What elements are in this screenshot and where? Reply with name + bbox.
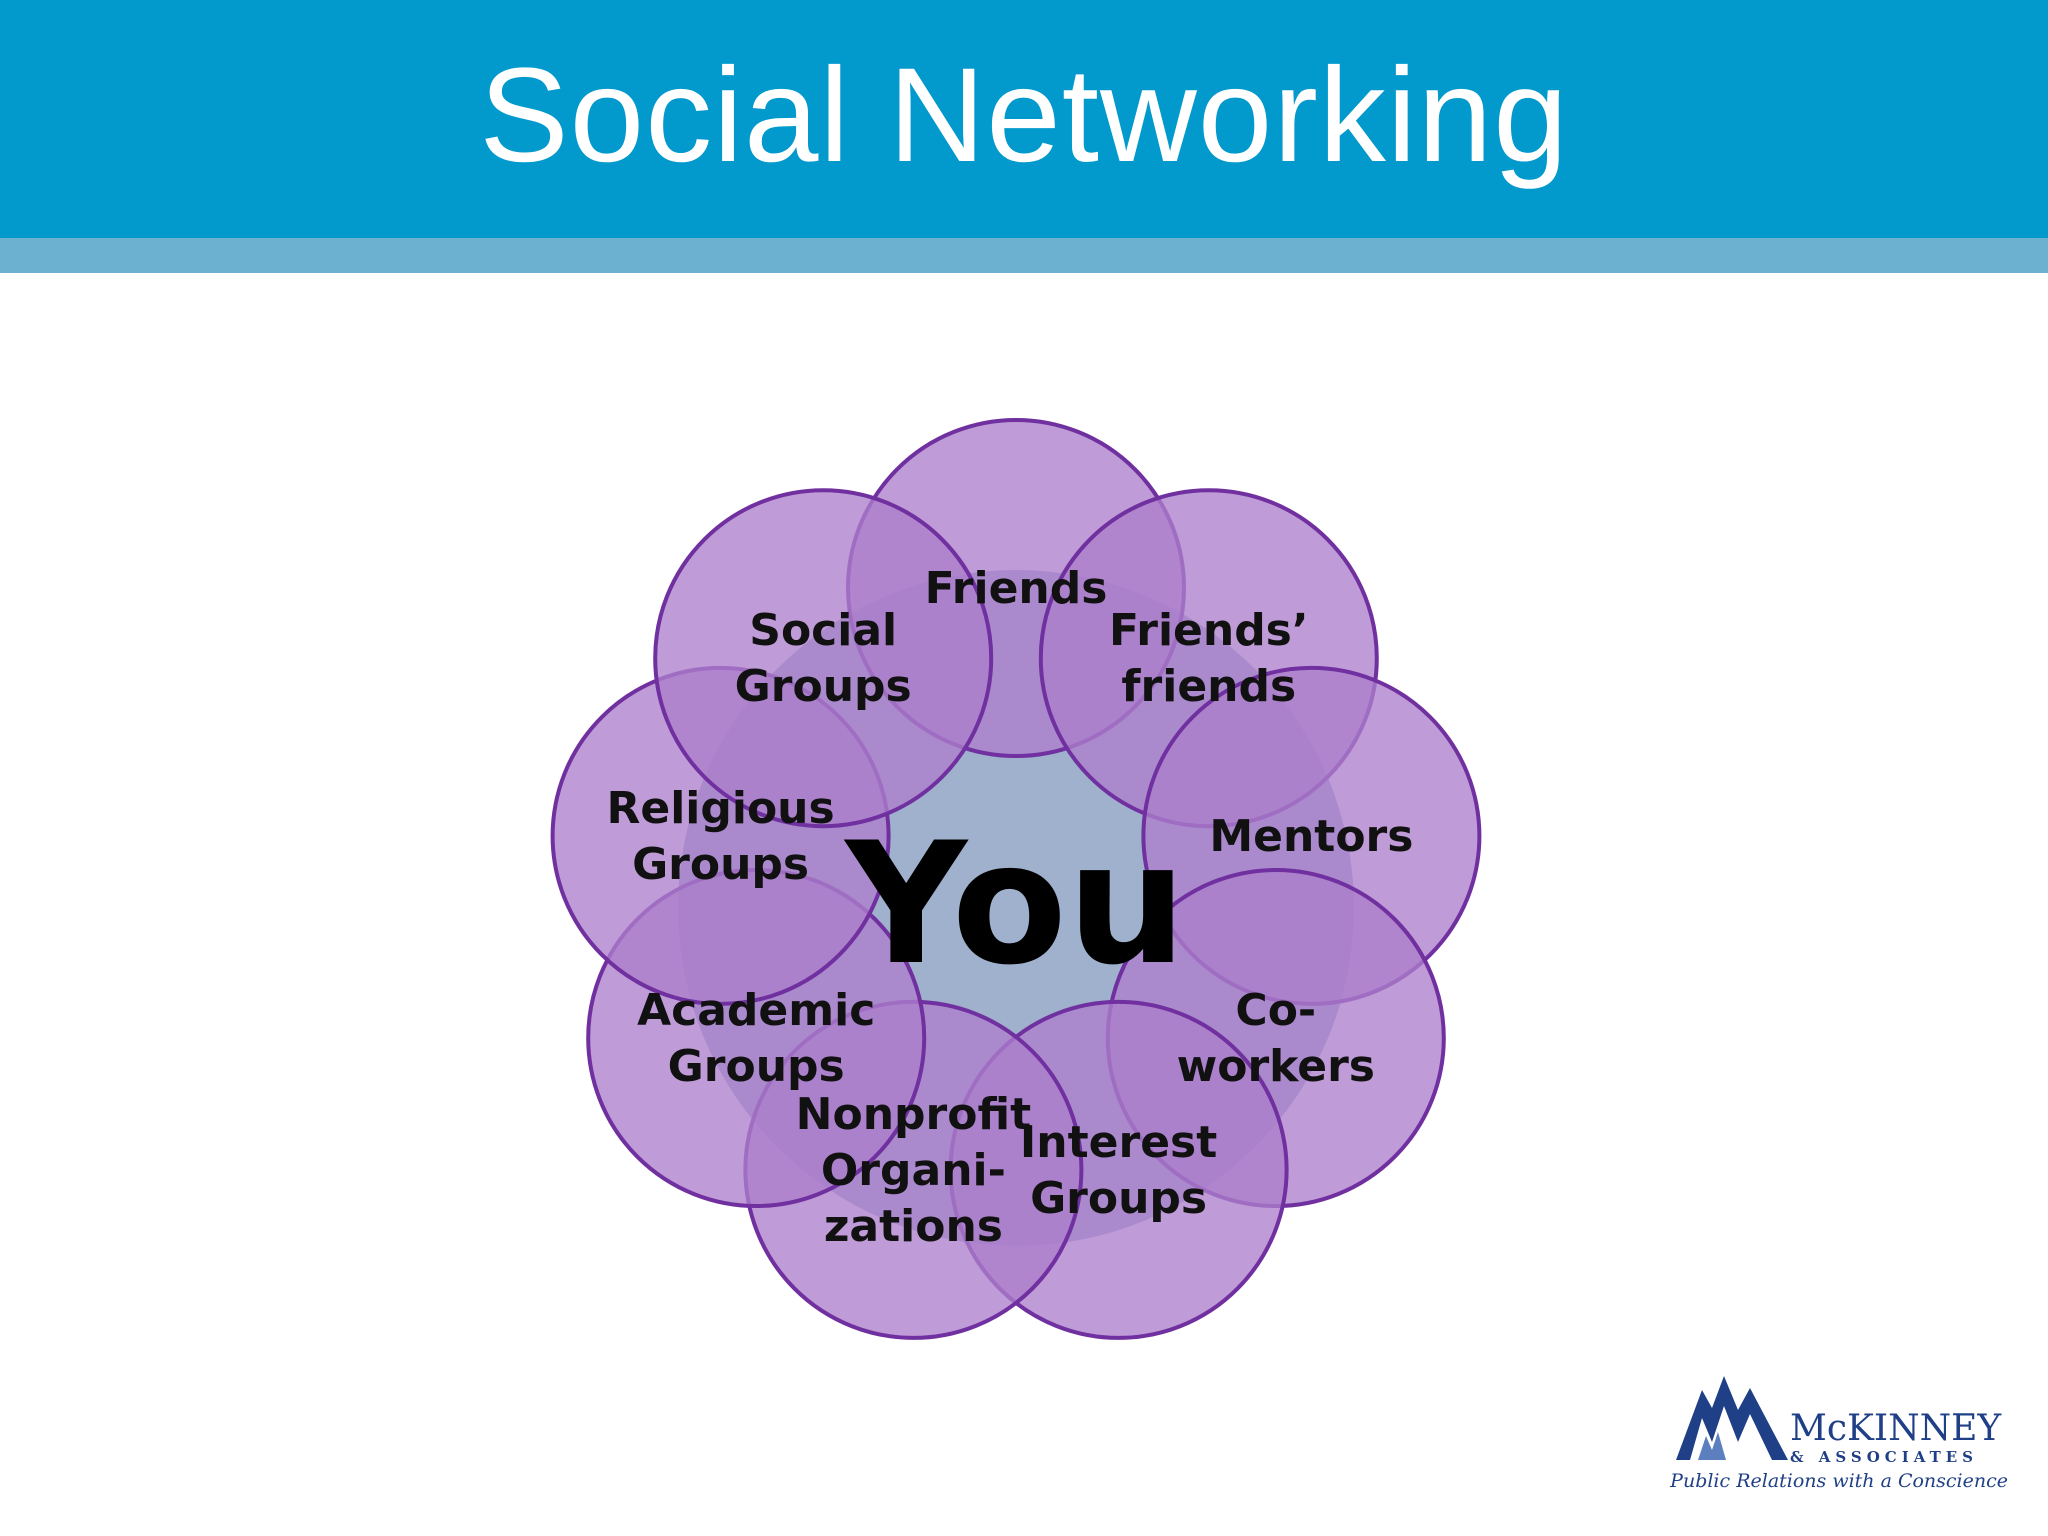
node-label-line: Organi-	[821, 1145, 1006, 1196]
header-accent-band	[0, 238, 2048, 273]
node-label-line: Social	[749, 605, 897, 656]
node-label-line: Groups	[1030, 1173, 1207, 1224]
node-label-line: Groups	[668, 1041, 845, 1092]
node-label-line: Religious	[606, 783, 834, 834]
node-label-line: Co-	[1235, 985, 1316, 1036]
node-label-line: Nonprofit	[796, 1089, 1031, 1140]
node-circle-social-groups	[653, 488, 994, 829]
node-label-line: Friends’	[1109, 605, 1309, 656]
logo-subtitle: & ASSOCIATES	[1790, 1448, 1979, 1466]
logo-tagline: Public Relations with a Conscience	[1670, 1470, 2008, 1492]
node-labels: FriendsFriends’friendsMentorsCo-workersI…	[606, 563, 1413, 1252]
company-logo: McKINNEY & ASSOCIATES Public Relations w…	[1668, 1370, 2008, 1500]
node-label-line: Groups	[735, 661, 912, 712]
node-label-line: workers	[1177, 1041, 1375, 1092]
node-label-line: Mentors	[1209, 811, 1413, 862]
node-label-line: Interest	[1020, 1117, 1217, 1168]
node-label-line: Academic	[637, 985, 875, 1036]
node-label-friends: Friends	[925, 563, 1108, 614]
center-label: You	[843, 806, 1186, 1002]
slide-title: Social Networking	[479, 40, 1569, 190]
mountain-peaks-logo-icon	[1676, 1376, 1788, 1460]
node-label-line: zations	[824, 1201, 1003, 1252]
node-label-co-workers: Co-workers	[1177, 985, 1375, 1092]
node-label-line: Groups	[632, 839, 809, 890]
node-circles	[550, 418, 1482, 1340]
logo-name: McKINNEY	[1790, 1408, 2002, 1449]
node-label-mentors: Mentors	[1209, 811, 1413, 862]
node-label-line: Friends	[925, 563, 1108, 614]
node-label-line: friends	[1121, 661, 1296, 712]
node-label-friends-friends: Friends’friends	[1109, 605, 1309, 712]
header-bar	[0, 0, 2048, 238]
